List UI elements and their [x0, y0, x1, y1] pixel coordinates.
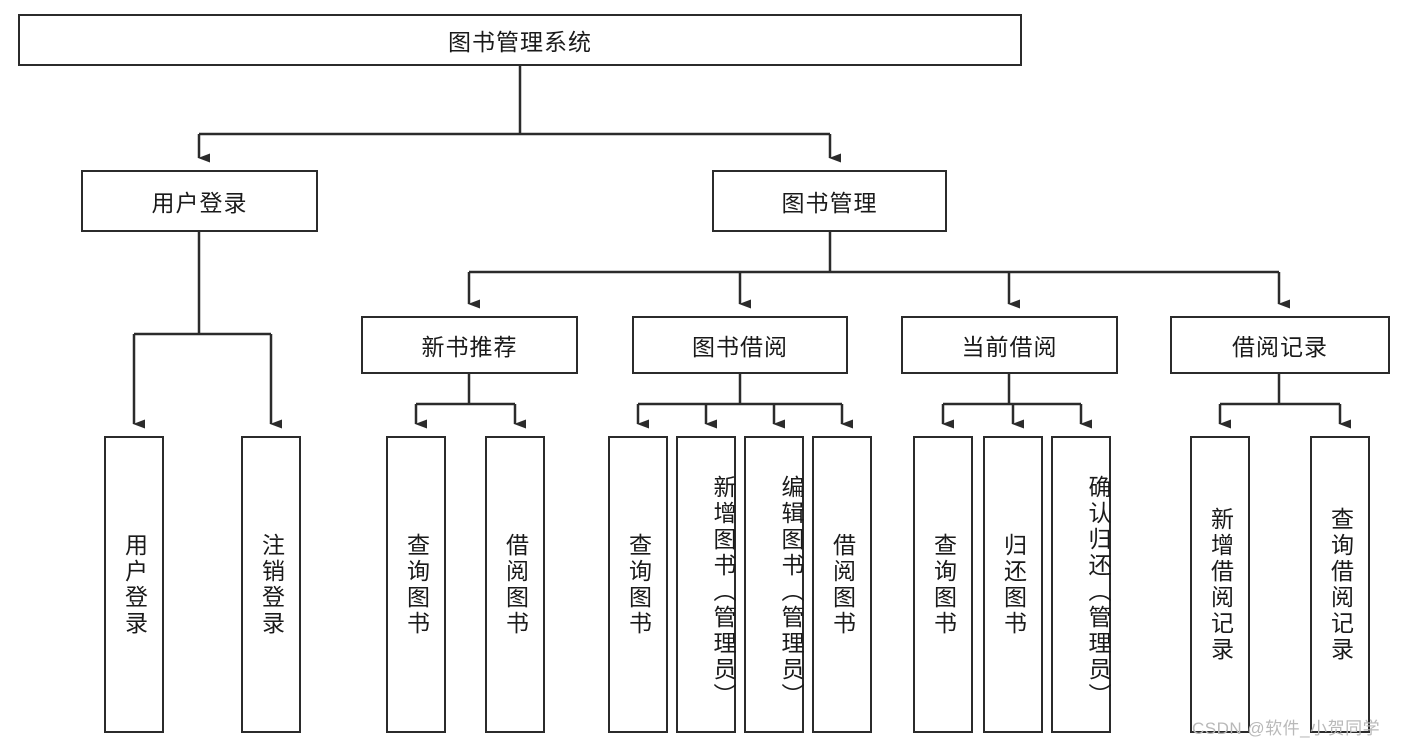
node-leaf-borrow-book-2[interactable]: 借阅图书 — [812, 436, 872, 733]
node-user-login[interactable]: 用户登录 — [81, 170, 318, 232]
node-current-borrow[interactable]: 当前借阅 — [901, 316, 1118, 374]
node-leaf-edit-book[interactable]: 编辑图书（管理员） — [744, 436, 804, 733]
node-book-borrow[interactable]: 图书借阅 — [632, 316, 848, 374]
node-root[interactable]: 图书管理系统 — [18, 14, 1022, 66]
node-borrow-record[interactable]: 借阅记录 — [1170, 316, 1390, 374]
node-leaf-query-record[interactable]: 查询借阅记录 — [1310, 436, 1370, 733]
node-book-manage[interactable]: 图书管理 — [712, 170, 947, 232]
node-leaf-confirm-return[interactable]: 确认归还（管理员） — [1051, 436, 1111, 733]
node-leaf-add-record[interactable]: 新增借阅记录 — [1190, 436, 1250, 733]
node-leaf-query-book-1[interactable]: 查询图书 — [386, 436, 446, 733]
node-leaf-add-book[interactable]: 新增图书（管理员） — [676, 436, 736, 733]
watermark-text: CSDN @软件_小贺同学 — [1192, 719, 1381, 738]
node-leaf-borrow-book-1[interactable]: 借阅图书 — [485, 436, 545, 733]
node-leaf-return-book[interactable]: 归还图书 — [983, 436, 1043, 733]
node-leaf-query-book-2[interactable]: 查询图书 — [608, 436, 668, 733]
node-leaf-query-book-3[interactable]: 查询图书 — [913, 436, 973, 733]
node-leaf-user-login[interactable]: 用户登录 — [104, 436, 164, 733]
node-new-book-rec[interactable]: 新书推荐 — [361, 316, 578, 374]
node-leaf-user-logout[interactable]: 注销登录 — [241, 436, 301, 733]
